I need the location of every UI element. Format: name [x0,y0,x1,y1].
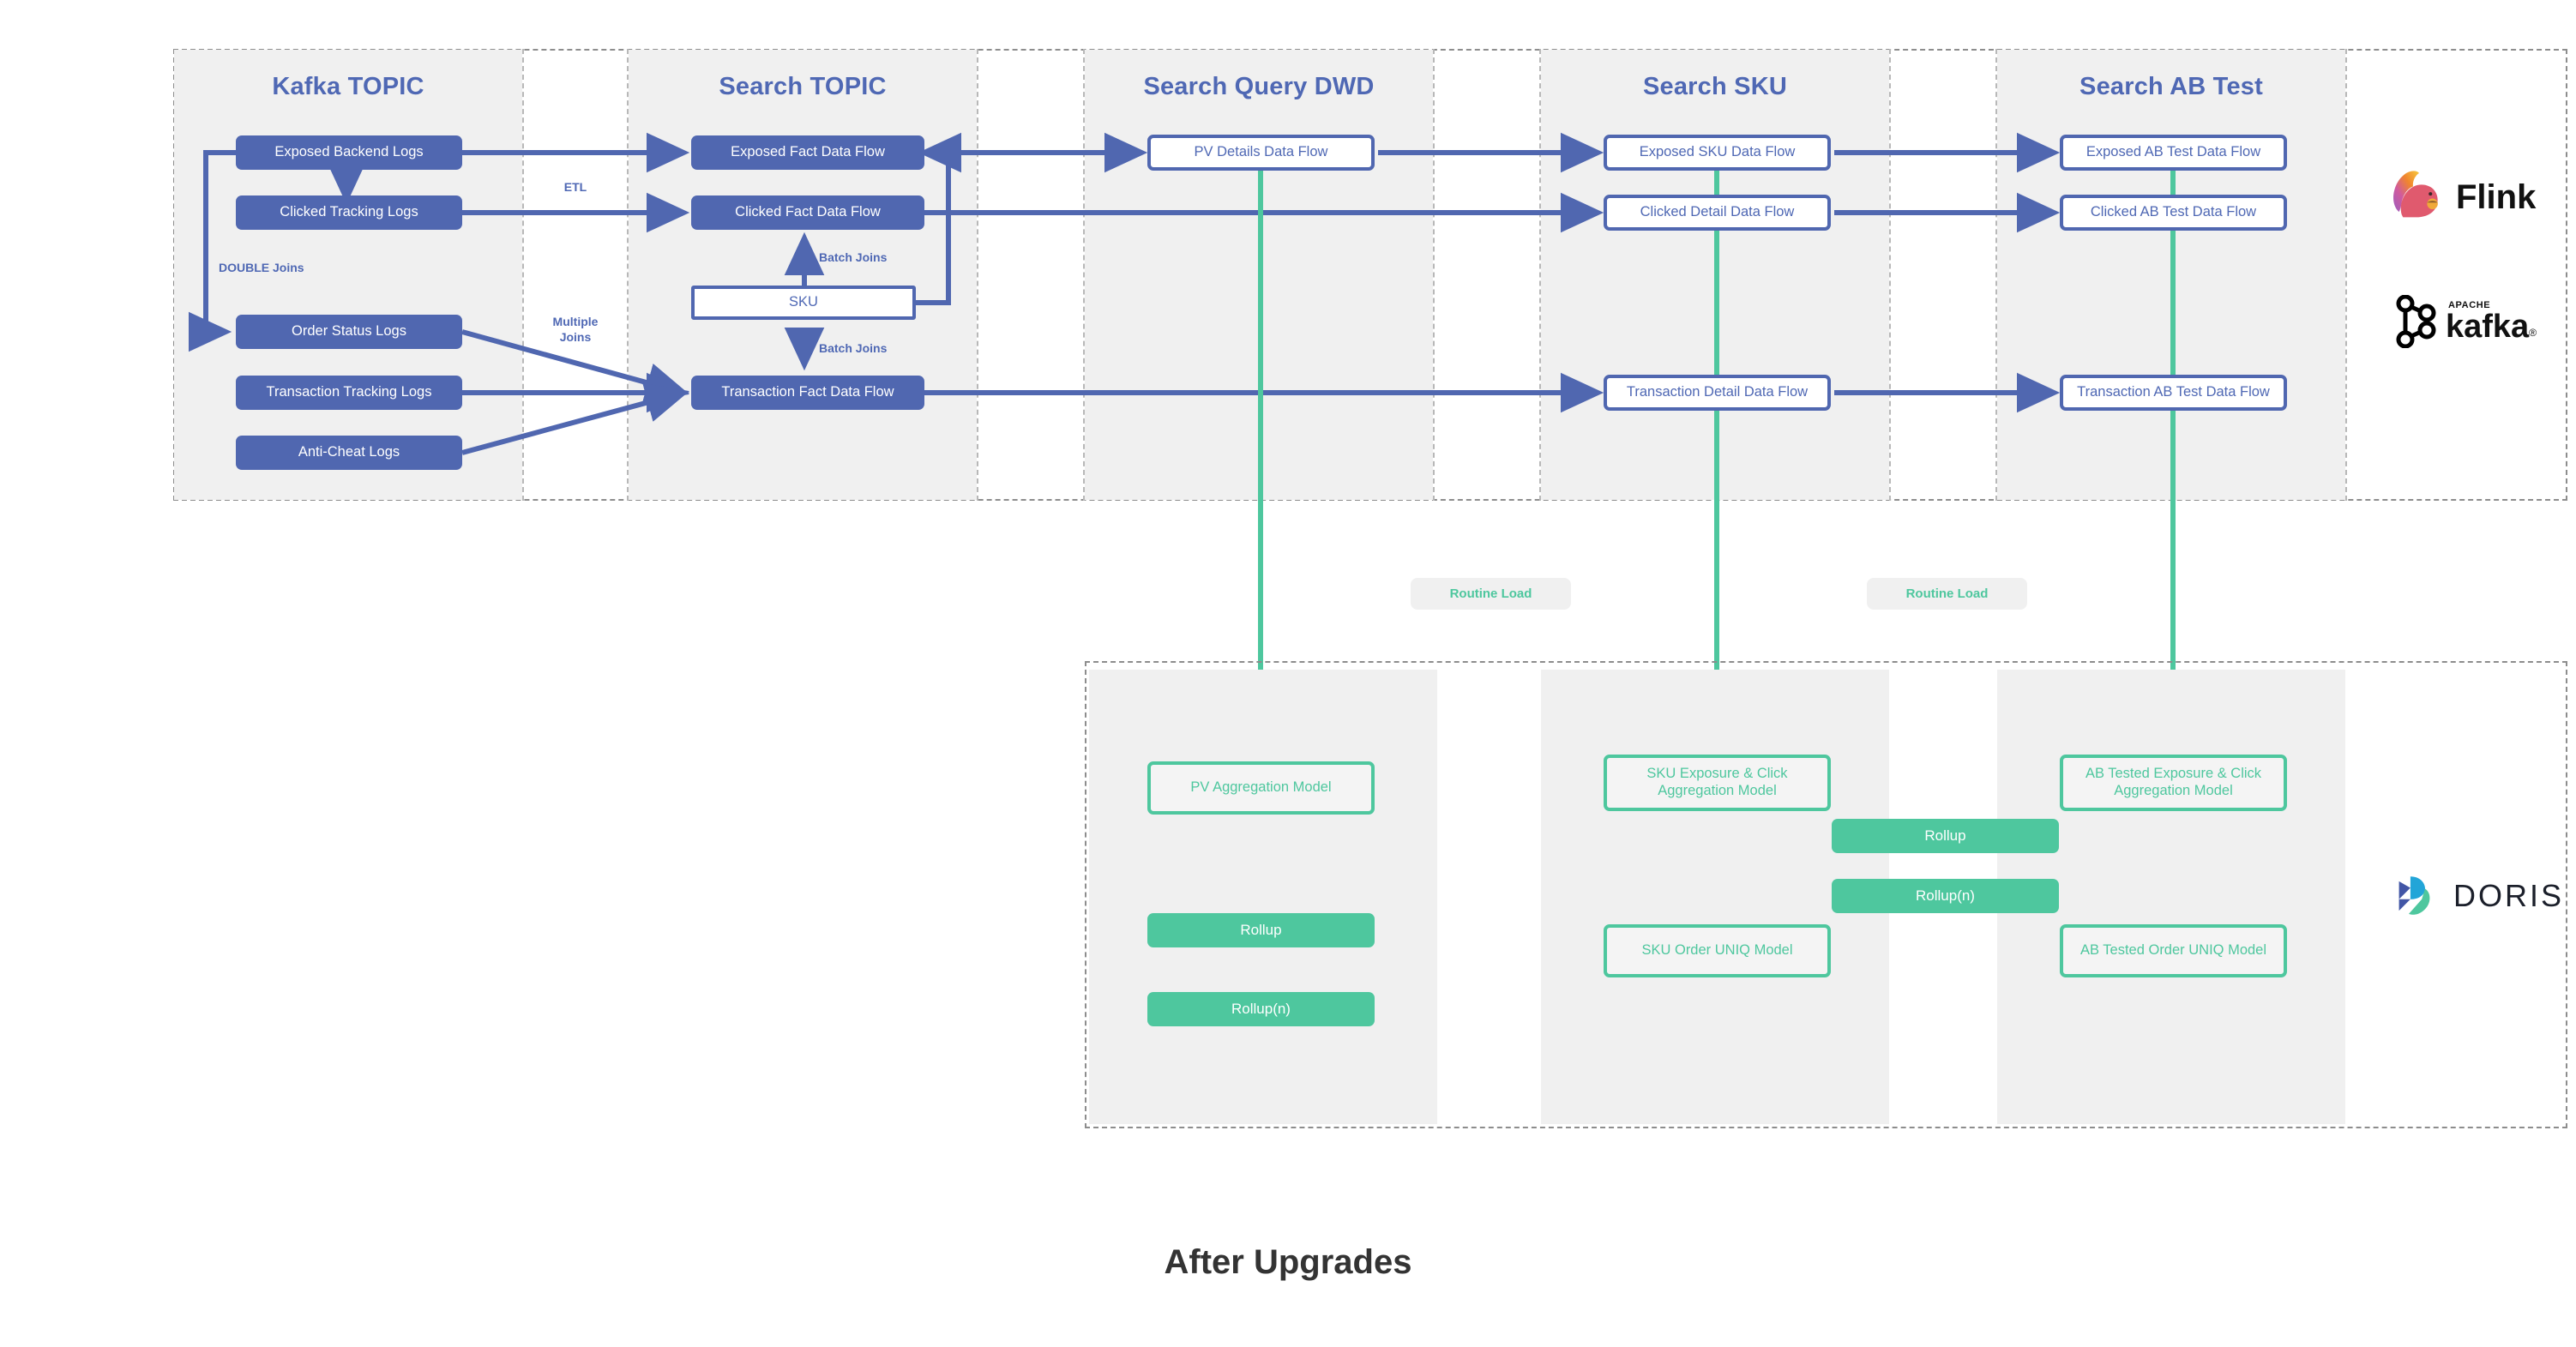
doris-mark-icon [2398,876,2430,915]
lane-band-search-query-dwd [1085,50,1433,500]
kafka-registered-mark: ® [2529,326,2537,339]
lane-divider-5 [2345,49,2567,501]
node-clicked-fact-data-flow[interactable]: Clicked Fact Data Flow [691,195,924,230]
node-exposed-backend-logs[interactable]: Exposed Backend Logs [236,135,462,170]
lane-title-search-ab-test: Search AB Test [2079,73,2263,100]
flink-logo: Flink [2386,163,2549,232]
node-exposed-ab-test-data-flow[interactable]: Exposed AB Test Data Flow [2060,135,2287,171]
doris-logo-text: DORIS [2453,878,2564,913]
kafka-logo-text: kafka [2446,308,2530,345]
node-clicked-ab-test-data-flow[interactable]: Clicked AB Test Data Flow [2060,195,2287,231]
node-pv-aggregation-model[interactable]: PV Aggregation Model [1147,761,1375,815]
lane-divider-1 [522,49,629,501]
flink-squirrel-icon [2393,171,2438,218]
flink-logo-text: Flink [2456,177,2537,216]
edge-label-multiple-joins: Multiple Joins [552,315,599,344]
node-clicked-tracking-logs[interactable]: Clicked Tracking Logs [236,195,462,230]
node-clicked-detail-data-flow[interactable]: Clicked Detail Data Flow [1604,195,1831,231]
node-pv-rollup[interactable]: Rollup [1147,913,1375,947]
kafka-apache-text: APACHE [2448,299,2491,310]
node-ab-tested-order-uniq-model[interactable]: AB Tested Order UNIQ Model [2060,924,2287,977]
node-transaction-ab-test-data-flow[interactable]: Transaction AB Test Data Flow [2060,375,2287,411]
chip-routine-load-ab: Routine Load [1867,578,2027,610]
lane-title-search-sku: Search SKU [1642,73,1787,100]
node-ab-tested-exposure-click-aggregation-model[interactable]: AB Tested Exposure & Click Aggregation M… [2060,755,2287,811]
lane-title-search-topic: Search TOPIC [719,73,887,100]
node-pv-rollup-n[interactable]: Rollup(n) [1147,992,1375,1026]
lane-band-search-topic [629,50,977,500]
node-shared-rollup-n[interactable]: Rollup(n) [1832,879,2059,913]
node-pv-details-data-flow[interactable]: PV Details Data Flow [1147,135,1375,171]
doris-logo: DORIS [2392,866,2564,926]
lane-title-kafka-topic: Kafka TOPIC [272,73,424,100]
lane-divider-4 [1889,49,1997,501]
bottom-band-pv [1089,670,1437,1124]
lane-title-search-query-dwd: Search Query DWD [1143,73,1375,100]
node-sku-exposure-click-aggregation-model[interactable]: SKU Exposure & Click Aggregation Model [1604,755,1831,811]
node-anti-cheat-logs[interactable]: Anti-Cheat Logs [236,436,462,470]
edge-label-batch-joins-up: Batch Joins [819,250,888,264]
lane-band-search-sku [1541,50,1889,500]
node-transaction-tracking-logs[interactable]: Transaction Tracking Logs [236,376,462,410]
lane-band-search-ab-test [1997,50,2345,500]
bottom-band-sku [1541,670,1889,1124]
node-transaction-fact-data-flow[interactable]: Transaction Fact Data Flow [691,376,924,410]
edge-label-batch-joins-down: Batch Joins [819,341,888,355]
kafka-mark-icon [2396,295,2436,348]
node-shared-rollup[interactable]: Rollup [1832,819,2059,853]
kafka-logo: APACHE kafka ® [2394,292,2566,352]
node-transaction-detail-data-flow[interactable]: Transaction Detail Data Flow [1604,375,1831,411]
lane-divider-2 [977,49,1085,501]
node-sku-order-uniq-model[interactable]: SKU Order UNIQ Model [1604,924,1831,977]
page-title: After Upgrades [1164,1243,1412,1281]
node-exposed-sku-data-flow[interactable]: Exposed SKU Data Flow [1604,135,1831,171]
chip-routine-load-sku: Routine Load [1411,578,1571,610]
node-order-status-logs[interactable]: Order Status Logs [236,315,462,349]
node-sku[interactable]: SKU [691,286,916,320]
edge-label-etl: ETL [563,180,587,194]
node-exposed-fact-data-flow[interactable]: Exposed Fact Data Flow [691,135,924,170]
lane-divider-3 [1433,49,1541,501]
edge-label-double-joins: DOUBLE Joins [219,261,304,274]
bottom-section-container [1085,661,2567,1128]
